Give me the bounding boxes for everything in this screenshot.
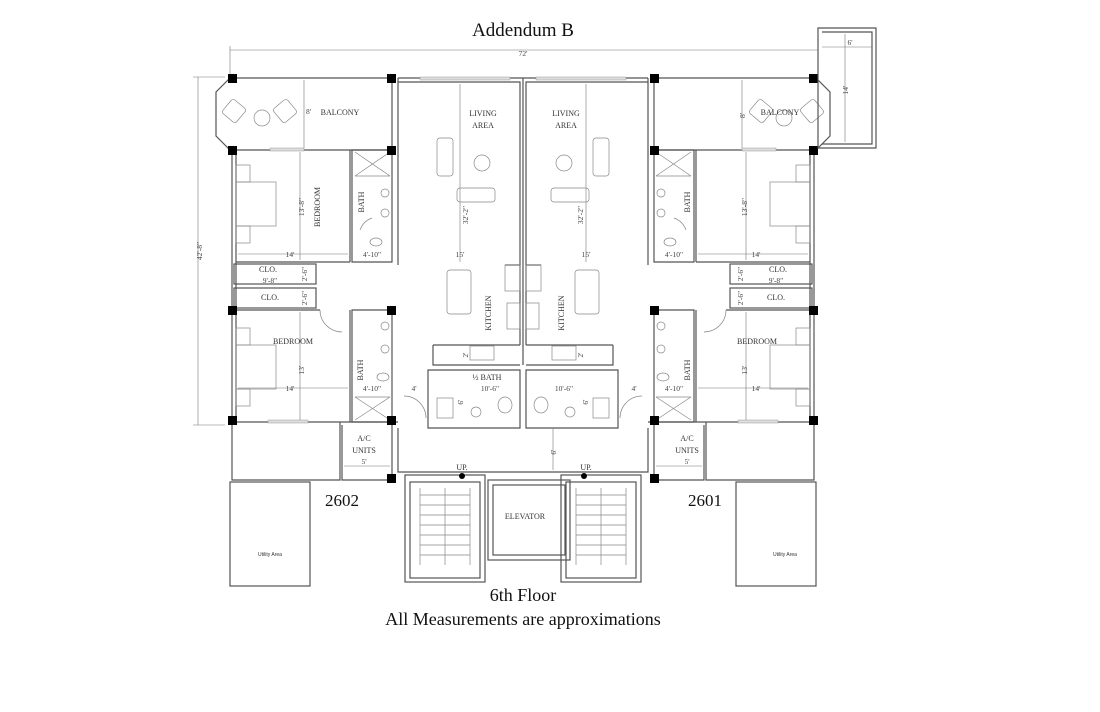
ac-width-dim: 5' (684, 457, 690, 466)
closet1-width-dim: 9'-8" (263, 276, 277, 285)
hall-width-dim: 4' (411, 384, 417, 393)
bedroom1-width-dim: 14' (286, 250, 296, 259)
unit-number: 2601 (688, 491, 722, 510)
plan-title: Addendum B (472, 20, 574, 41)
kitchen-dim: 2' (461, 352, 470, 358)
stairs-up-label: UP. (580, 463, 591, 472)
hall-width-dim: 4' (631, 384, 637, 393)
closet1-label: CLO. (769, 265, 787, 274)
bedroom2-length-dim: 13' (297, 365, 306, 375)
terrace-width-dim: 6' (847, 38, 853, 47)
floor-label: 6th Floor (490, 585, 557, 605)
ac-label: A/C (357, 434, 370, 443)
half-bath-width-dim: 10'-6" (481, 384, 499, 393)
ac-label-2: UNITS (352, 446, 376, 455)
stairs-up-label: UP. (456, 463, 467, 472)
living-label-2: AREA (555, 121, 577, 130)
approximation-note: All Measurements are approximations (385, 609, 660, 629)
closet2-depth-dim: 2'-6" (300, 291, 309, 305)
kitchen-dim: 2' (576, 352, 585, 358)
unit-2601-labels: BALCONY 8' LIVING AREA 32'-2" 15' KITCHE… (552, 108, 799, 558)
ac-label: A/C (680, 434, 693, 443)
bedroom2-length-dim: 13' (740, 365, 749, 375)
elevator-shaft (487, 479, 571, 561)
half-bath-label: ½ BATH (473, 373, 502, 382)
living-length-dim: 32'-2" (576, 206, 585, 224)
terrace-depth-dim: 14' (841, 85, 850, 95)
closet2-label: CLO. (261, 293, 279, 302)
kitchen-label: KITCHEN (484, 295, 493, 330)
ac-width-dim: 5' (361, 457, 367, 466)
bedroom2-width-dim: 14' (752, 384, 762, 393)
utility-area-label: Utility Area (773, 552, 797, 558)
unit-2602-labels: BALCONY 8' LIVING AREA 32'-2" 15' KITCHE… (258, 107, 502, 558)
closet1-label: CLO. (259, 265, 277, 274)
overall-width-dim: 72' (519, 49, 529, 58)
bath1-label: BATH (683, 191, 692, 212)
bedroom1-length-dim: 13'-8" (740, 198, 749, 216)
corridor-walls (397, 78, 649, 473)
elevator-label: ELEVATOR (505, 512, 546, 521)
bath2-label: BATH (683, 359, 692, 380)
closet2-label: CLO. (767, 293, 785, 302)
kitchen-label: KITCHEN (557, 295, 566, 330)
bath2-width-dim: 4'-10" (363, 384, 381, 393)
balcony-label: BALCONY (761, 108, 800, 117)
bedroom2-label: BEDROOM (273, 337, 313, 346)
bedroom2-label: BEDROOM (737, 337, 777, 346)
corridor-dim: 6' (549, 449, 558, 455)
balcony-dim: 8' (738, 112, 747, 118)
living-label-2: AREA (472, 121, 494, 130)
half-bath-dim: 6' (581, 399, 590, 405)
balcony-label: BALCONY (321, 108, 360, 117)
closet1-depth-dim: 2'-6" (736, 267, 745, 281)
closet1-width-dim: 9'-8" (769, 276, 783, 285)
ac-label-2: UNITS (675, 446, 699, 455)
half-bath-dim: 6' (456, 399, 465, 405)
utility-area-label: Utility Area (258, 552, 282, 558)
overall-depth-dim: 42'-8" (195, 242, 204, 260)
living-width-dim: 15' (582, 250, 592, 259)
unit-number: 2602 (325, 491, 359, 510)
bedroom2-width-dim: 14' (286, 384, 296, 393)
bath1-width-dim: 4'-10" (363, 250, 381, 259)
living-label: LIVING (552, 109, 580, 118)
unit-2602-plan (215, 73, 524, 587)
bedroom1-label: BEDROOM (313, 187, 322, 227)
living-width-dim: 15' (456, 250, 466, 259)
living-length-dim: 32'-2" (461, 206, 470, 224)
bath1-width-dim: 4'-10" (665, 250, 683, 259)
balcony-dim: 8' (306, 107, 312, 116)
bath1-label: BATH (357, 191, 366, 212)
unit-2601-plan (522, 73, 831, 587)
half-bath-width-dim: 10'-6" (555, 384, 573, 393)
bath2-width-dim: 4'-10" (665, 384, 683, 393)
bedroom1-width-dim: 14' (752, 250, 762, 259)
bedroom1-length-dim: 13'-8" (297, 198, 306, 216)
bath2-label: BATH (356, 359, 365, 380)
closet2-depth-dim: 2'-6" (736, 291, 745, 305)
closet1-depth-dim: 2'-6" (300, 267, 309, 281)
living-label: LIVING (469, 109, 497, 118)
